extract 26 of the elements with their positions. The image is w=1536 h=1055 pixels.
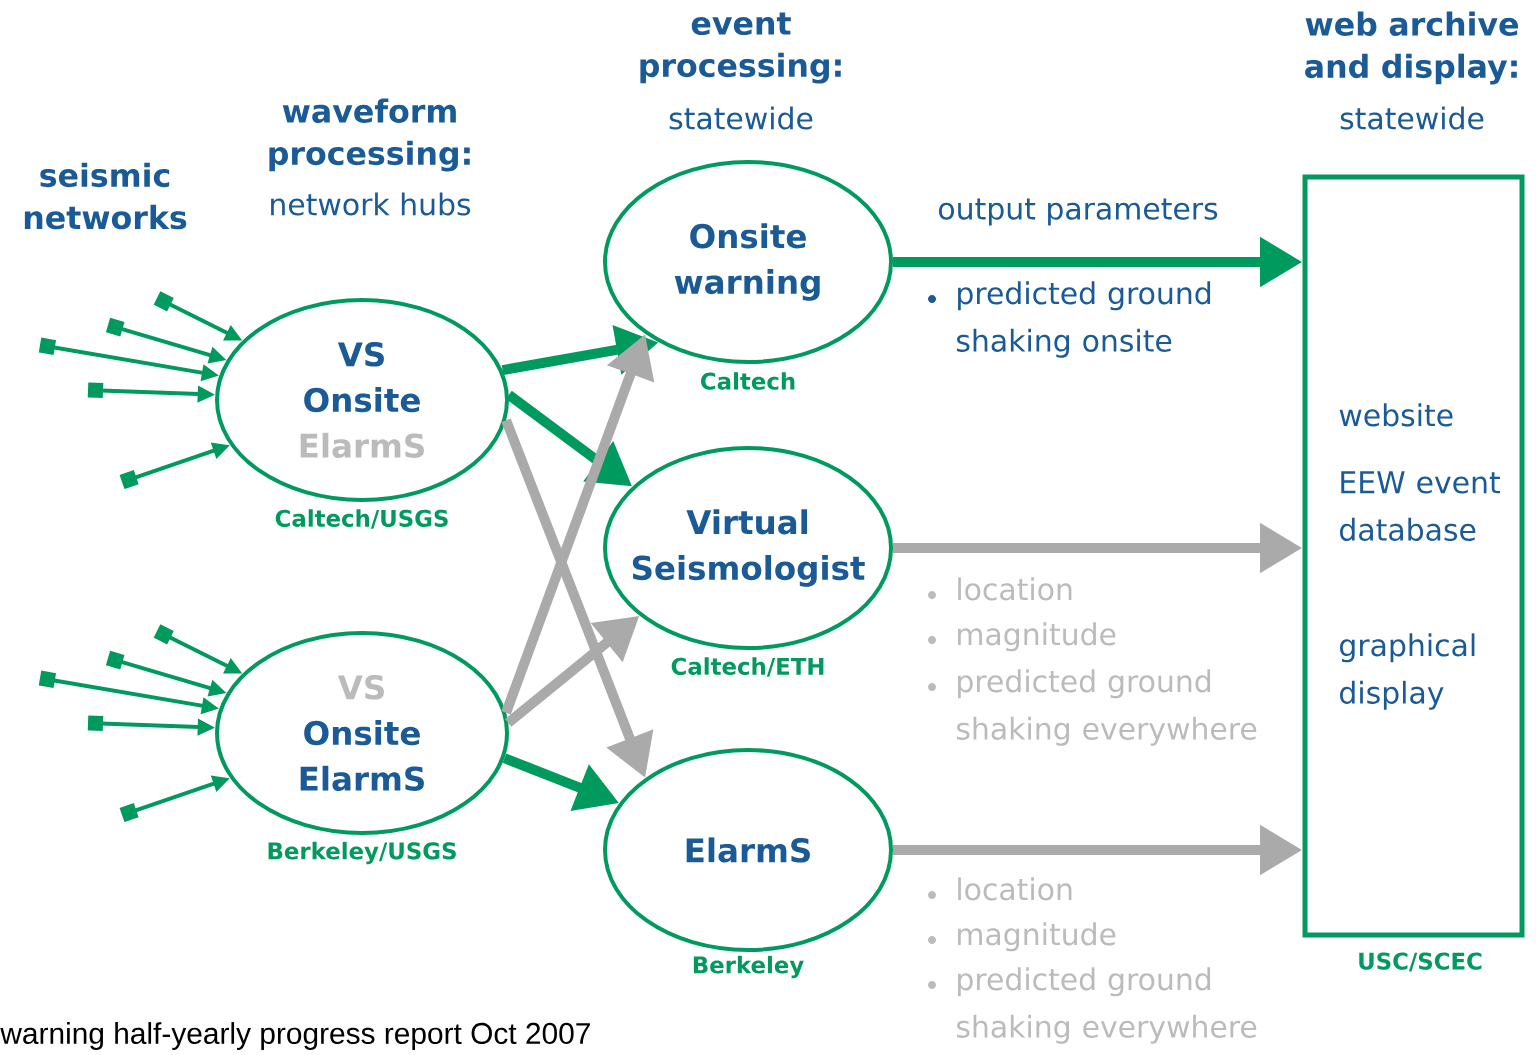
column-heading: event processing: [640, 12, 841, 84]
institution-label: USC/SCEC [1359, 952, 1482, 972]
bullet-item: predicted ground shaking everywhere [928, 967, 1257, 1044]
column-subheading: statewide [1340, 106, 1484, 130]
column-heading: web archive and display: [1305, 11, 1518, 85]
institution-label: Caltech [701, 372, 795, 390]
institution-label: Caltech/ETH [671, 657, 824, 677]
column-heading: waveform processing: [269, 98, 470, 172]
column-subheading: network hubs [271, 192, 471, 216]
bullet-item: predicted ground shaking onsite [928, 281, 1211, 358]
archive-box: website EEW event database graphical display [1302, 174, 1525, 938]
footnote: warning half-yearly progress report Oct 2007 [0, 1022, 590, 1050]
node-label: EEW event database [1340, 471, 1500, 541]
institution-label: Berkeley/USGS [268, 841, 456, 865]
node-label: graphical display [1340, 633, 1475, 710]
bullet-item: predicted ground shaking everywhere [928, 669, 1257, 746]
institution-label: Caltech/USGS [275, 509, 448, 529]
bullet-item: location [928, 877, 1072, 901]
node-label: website [1339, 403, 1453, 427]
bullet-item: magnitude [928, 922, 1116, 952]
bullet-item: location [928, 577, 1072, 601]
edge-label: output parameters [939, 198, 1218, 226]
institution-label: Berkeley [693, 955, 804, 979]
bullet-item: magnitude [928, 622, 1116, 652]
column-subheading: statewide [669, 106, 813, 130]
column-heading: seismic networks [24, 162, 187, 230]
